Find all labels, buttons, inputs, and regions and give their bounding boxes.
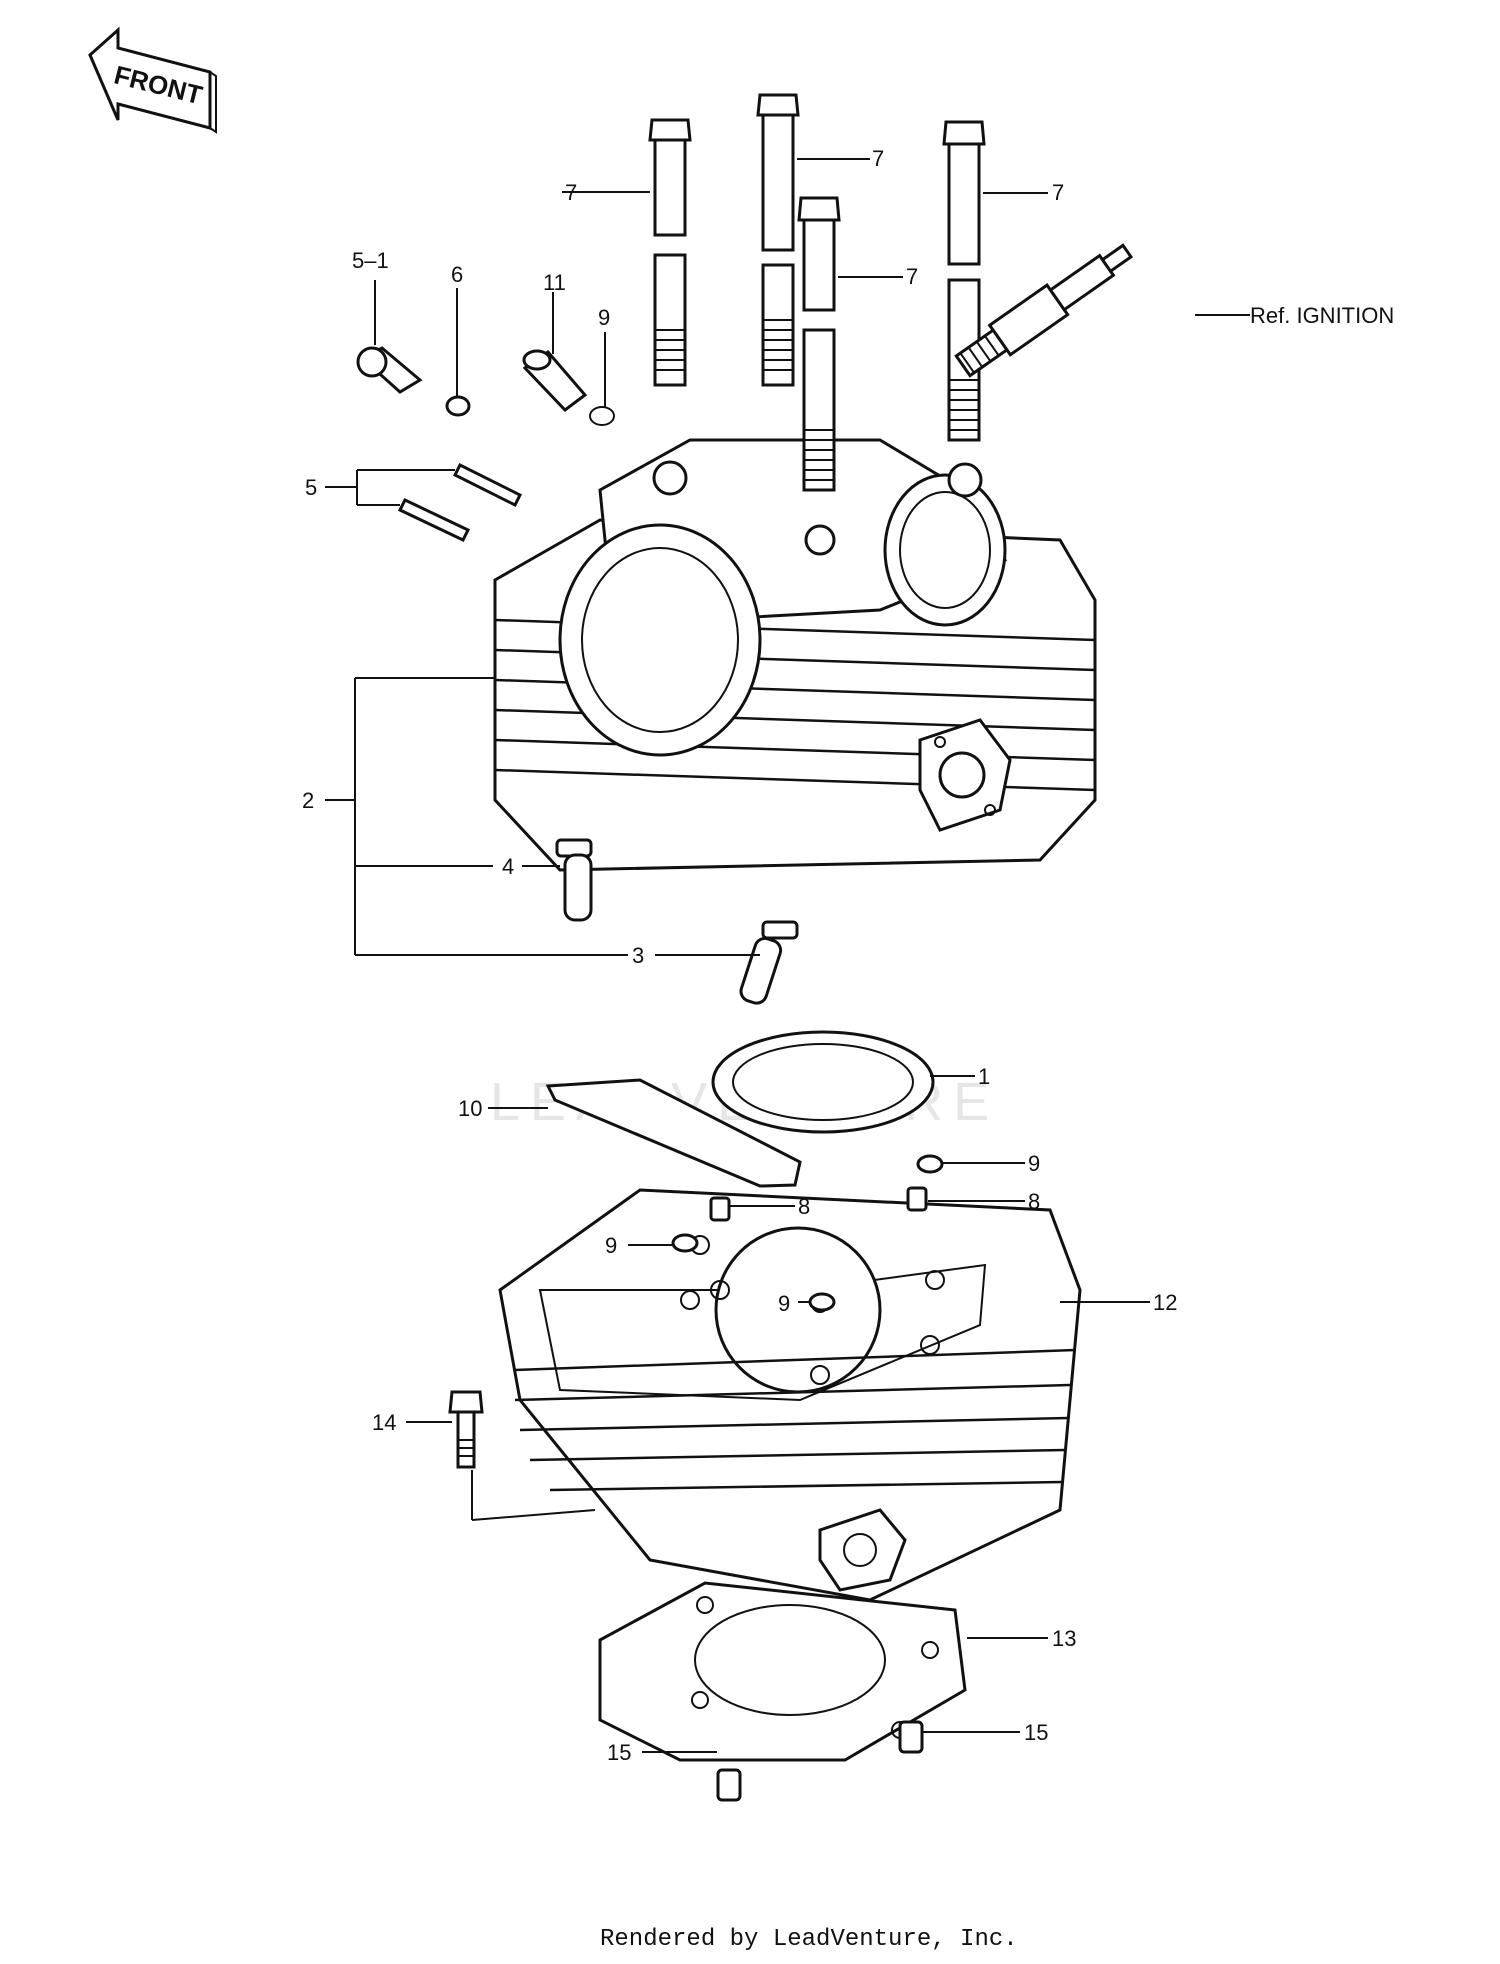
- callout-11: 11: [543, 270, 566, 295]
- callout-8-left: 8: [798, 1194, 810, 1219]
- callout-15-left: 15: [607, 1740, 631, 1765]
- callout-labels: 7 7 7 7 Ref. IGNITION 5–1 6 11 9 5 2 4 3…: [302, 146, 1394, 1765]
- cylinder-head: [493, 438, 1097, 872]
- callout-9-right: 9: [1028, 1151, 1040, 1176]
- dowel-pin: [709, 1186, 928, 1222]
- valve-guide-intake: [555, 838, 593, 922]
- callout-15-right: 15: [1024, 1720, 1048, 1745]
- head-bolt: [797, 196, 841, 492]
- callout-10: 10: [458, 1096, 482, 1121]
- callout-2: 2: [302, 788, 314, 813]
- oil-plug-bolt: [356, 346, 423, 394]
- callout-5-1: 5–1: [352, 248, 389, 273]
- head-bolt: [942, 120, 986, 442]
- callout-7d: 7: [1052, 180, 1064, 205]
- oil-fitting: [522, 349, 588, 412]
- callout-9-left: 9: [605, 1233, 617, 1258]
- stud-bolt: [397, 462, 523, 542]
- head-bolt: [648, 118, 692, 387]
- cylinder-block: [498, 1188, 1082, 1602]
- head-gasket-ring: [711, 1030, 935, 1134]
- leader-lines: [325, 158, 1250, 1753]
- callout-4: 4: [502, 854, 514, 879]
- callout-1: 1: [978, 1064, 990, 1089]
- callout-7b: 7: [872, 146, 884, 171]
- callout-3: 3: [632, 943, 644, 968]
- callout-7c: 7: [906, 264, 918, 289]
- callout-14: 14: [372, 1410, 396, 1435]
- front-arrow-icon: FRONT: [88, 26, 217, 134]
- callout-12: 12: [1153, 1290, 1177, 1315]
- o-ring-small: [671, 1154, 944, 1312]
- base-gasket: [598, 1581, 967, 1762]
- spark-plug-icon: [954, 243, 1134, 378]
- washer: [445, 395, 471, 417]
- callout-9-top: 9: [598, 305, 610, 330]
- callout-13: 13: [1052, 1626, 1076, 1651]
- head-bolt: [756, 93, 800, 387]
- callout-7a: 7: [565, 180, 577, 205]
- o-ring: [589, 406, 615, 426]
- callout-6: 6: [451, 262, 463, 287]
- callout-ref-ignition: Ref. IGNITION: [1250, 303, 1394, 328]
- footer-credit: Rendered by LeadVenture, Inc.: [600, 1926, 1018, 1953]
- callout-8-right: 8: [1028, 1189, 1040, 1214]
- cylinder-bolt: [448, 1390, 484, 1469]
- dowel-bottom: [716, 1720, 924, 1802]
- callout-9-center: 9: [778, 1291, 790, 1316]
- callout-5: 5: [305, 475, 317, 500]
- cam-chain-guide-gasket: [545, 1078, 802, 1188]
- valve-guide-exhaust: [739, 920, 799, 1005]
